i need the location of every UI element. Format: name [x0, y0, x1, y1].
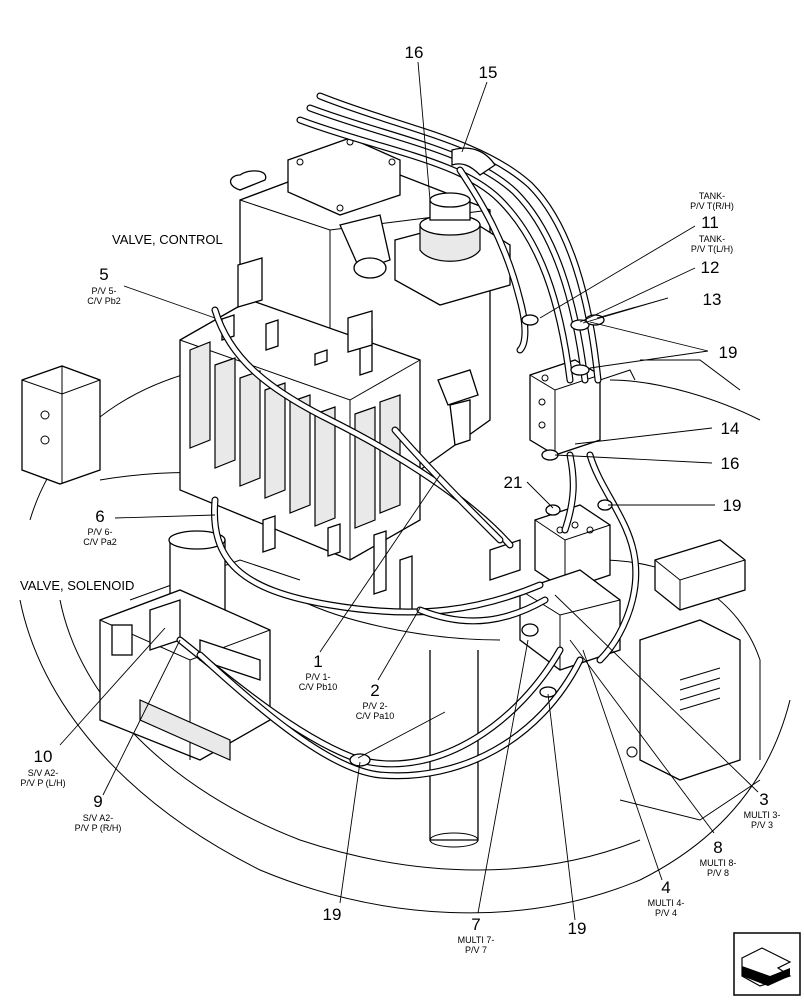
callout-desc: P/V 4	[655, 908, 677, 918]
callout-desc: P/V P (L/H)	[20, 778, 65, 788]
callout-5: 5 P/V 5- C/V Pb2	[87, 265, 121, 306]
callout-desc: C/V Pb2	[87, 296, 121, 306]
callout-number: 12	[701, 258, 720, 277]
callout-desc: MULTI 3-	[744, 810, 781, 820]
callout-12: 12	[701, 258, 720, 277]
callout-number: 19	[719, 343, 738, 362]
callout-4: 4 MULTI 4- P/V 4	[648, 878, 685, 918]
callout-number: 9	[93, 792, 102, 811]
left-bracket	[21, 365, 101, 485]
callout-number: 2	[370, 681, 379, 700]
callout-desc: P/V T(L/H)	[691, 244, 733, 254]
callout-8: 8 MULTI 8- P/V 8	[700, 838, 737, 878]
callout-desc: MULTI 7-	[458, 935, 495, 945]
callout-2: 2 P/V 2- C/V Pa10	[356, 681, 395, 721]
callout-number: 10	[34, 747, 53, 766]
callout-number: 8	[713, 838, 722, 857]
callout-desc: MULTI 8-	[700, 858, 737, 868]
callout-19-upper: 19	[719, 343, 738, 362]
multi-control-valve	[519, 504, 621, 671]
heading-control-valve: VALVE, CONTROL	[112, 232, 223, 247]
callout-10: 10 S/V A2- P/V P (L/H)	[20, 747, 65, 788]
callout-16-top: 16	[405, 43, 424, 62]
callout-11: TANK- P/V T(R/H) 11 TANK- P/V T(L/H)	[690, 191, 734, 254]
callout-number: 16	[405, 43, 424, 62]
callout-desc: P/V 1-	[305, 672, 330, 682]
callout-19-bottom-right: 19	[568, 919, 587, 938]
leader-lines	[59, 61, 759, 921]
callout-desc: C/V Pa2	[83, 537, 117, 547]
callout-desc: P/V 6-	[87, 527, 112, 537]
callout-16-lower: 16	[721, 454, 740, 473]
callout-desc: MULTI 4-	[648, 898, 685, 908]
callout-desc: P/V T(R/H)	[690, 201, 734, 211]
right-cover	[639, 539, 746, 781]
callout-number: 7	[471, 915, 480, 934]
callout-number: 5	[99, 265, 108, 284]
callout-13: 13	[703, 290, 722, 309]
callout-number: 1	[313, 652, 322, 671]
callout-desc: C/V Pa10	[356, 711, 395, 721]
callout-number: 21	[504, 473, 523, 492]
hose-clamps	[349, 147, 613, 767]
callout-7: 7 MULTI 7- P/V 7	[458, 915, 495, 955]
callout-number: 3	[759, 790, 768, 809]
callout-number: 13	[703, 290, 722, 309]
callout-number: 4	[661, 878, 670, 897]
callout-6: 6 P/V 6- C/V Pa2	[83, 507, 117, 547]
callout-desc: P/V 8	[707, 868, 729, 878]
heading-solenoid-valve: VALVE, SOLENOID	[20, 578, 134, 593]
callout-desc: P/V 3	[751, 820, 773, 830]
callout-desc: P/V 5-	[91, 286, 116, 296]
callout-desc: P/V 2-	[362, 701, 387, 711]
callout-number: 19	[723, 496, 742, 515]
manifold-block	[529, 359, 636, 456]
callout-15: 15	[479, 63, 498, 82]
callout-number: 19	[568, 919, 587, 938]
callout-number: 6	[95, 507, 104, 526]
solenoid-valve	[99, 589, 271, 761]
callout-desc: P/V 7	[465, 945, 487, 955]
callout-number: 19	[323, 905, 342, 924]
callout-number: 15	[479, 63, 498, 82]
callout-14: 14	[721, 419, 740, 438]
callout-desc: S/V A2-	[83, 813, 114, 823]
callout-number: 14	[721, 419, 740, 438]
callout-3: 3 MULTI 3- P/V 3	[744, 790, 781, 830]
next-page-arrow-icon[interactable]	[733, 932, 801, 996]
callout-desc: TANK-	[699, 234, 725, 244]
callout-19-bottom-left: 19	[323, 905, 342, 924]
callout-21: 21	[504, 473, 523, 492]
callout-desc: P/V P (R/H)	[75, 823, 122, 833]
callout-desc: C/V Pb10	[299, 682, 338, 692]
callout-1: 1 P/V 1- C/V Pb10	[299, 652, 338, 692]
callout-number: 16	[721, 454, 740, 473]
callout-19-mid: 19	[723, 496, 742, 515]
callout-number: 11	[701, 213, 719, 232]
callout-desc: TANK-	[699, 191, 725, 201]
callout-9: 9 S/V A2- P/V P (R/H)	[75, 792, 122, 833]
callout-desc: S/V A2-	[28, 768, 59, 778]
